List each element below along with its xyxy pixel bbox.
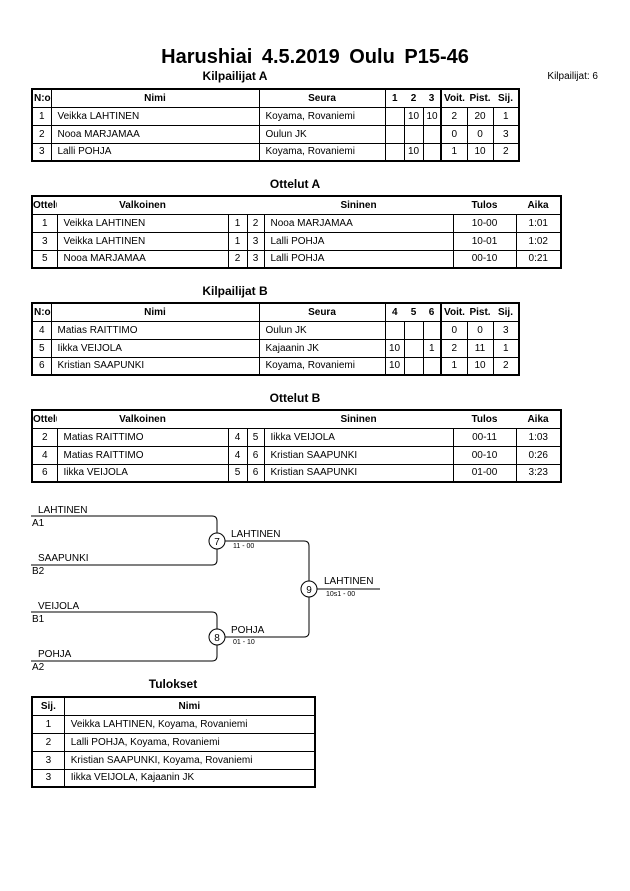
final-winner: LAHTINEN bbox=[324, 576, 373, 587]
cell-rank: 2 bbox=[31, 732, 65, 752]
match-number-8: 8 bbox=[214, 633, 220, 644]
results-table: Sij. Nimi 1 Veikka LAHTINEN, Koyama, Rov… bbox=[31, 696, 316, 788]
table-row: 4 Matias RAITTIMO Oulun JK 0 0 3 bbox=[31, 320, 520, 340]
cell-name: Veikka LAHTINEN, Koyama, Rovaniemi bbox=[63, 714, 316, 734]
cell-rank: 3 bbox=[492, 320, 520, 340]
results-header-row: Sij. Nimi bbox=[31, 696, 316, 716]
cell-wins: 1 bbox=[440, 356, 468, 376]
table-row: 3 Lalli POHJA Koyama, Rovaniemi 10 1 10 … bbox=[31, 142, 520, 162]
cell-result: 01-00 bbox=[452, 463, 517, 483]
cell-rank: 1 bbox=[492, 106, 520, 126]
table-row: 5 Iikka VEIJOLA Kajaanin JK 10 1 2 11 1 bbox=[31, 338, 520, 358]
match-circle-7 bbox=[208, 532, 226, 550]
bracket-entry-name: SAAPUNKI bbox=[38, 553, 89, 564]
bracket-entry-name: LAHTINEN bbox=[38, 505, 87, 516]
cell-rank: 1 bbox=[492, 338, 520, 358]
bracket-entry-name: VEIJOLA bbox=[38, 601, 79, 612]
cell-name: Iikka VEIJOLA, Kajaanin JK bbox=[63, 768, 316, 788]
pool-b-title: Kilpailijat B bbox=[202, 284, 268, 298]
results-title: Tulokset bbox=[148, 677, 198, 691]
cell-name: Lalli POHJA, Koyama, Rovaniemi bbox=[63, 732, 316, 752]
cell-rank: 2 bbox=[492, 142, 520, 162]
pool-a-table: N:o Nimi Seura 1 2 3 Voit. Pist. Sij. 1 … bbox=[31, 88, 520, 162]
bracket-entry-name: POHJA bbox=[38, 649, 72, 660]
table-row: 1 Veikka LAHTINEN, Koyama, Rovaniemi bbox=[31, 714, 316, 734]
final-score: 10s1 - 00 bbox=[326, 591, 355, 598]
cell-rank: 3 bbox=[31, 768, 65, 788]
bracket-entry-seed: A2 bbox=[32, 662, 45, 673]
match-circle-8 bbox=[208, 628, 226, 646]
cell-time: 0:21 bbox=[515, 249, 562, 269]
semi-score: 11 - 00 bbox=[233, 543, 254, 550]
table-row: 5 Nooa MARJAMAA 2 3 Lalli POHJA 00-10 0:… bbox=[31, 249, 562, 269]
table-row: 3 Iikka VEIJOLA, Kajaanin JK bbox=[31, 768, 316, 788]
col-name: Nimi bbox=[63, 696, 316, 716]
match-circle-9 bbox=[300, 580, 318, 598]
semi-winner: LAHTINEN bbox=[231, 529, 280, 540]
page-title: Harushiai 4.5.2019 Oulu P15-46 bbox=[161, 46, 469, 68]
table-row: 1 Veikka LAHTINEN Koyama, Rovaniemi 10 1… bbox=[31, 106, 520, 126]
pool-b-header-row: N:o Nimi Seura 4 5 6 Voit. Pist. Sij. bbox=[31, 302, 520, 322]
cell-blue: Kristian SAAPUNKI bbox=[263, 463, 454, 483]
match-number-9: 9 bbox=[306, 585, 312, 596]
matches-b-title: Ottelut B bbox=[269, 391, 321, 405]
table-row: 4 Matias RAITTIMO 4 6 Kristian SAAPUNKI … bbox=[31, 445, 562, 465]
col-rank: Sij. bbox=[31, 696, 65, 716]
table-row: 2 Lalli POHJA, Koyama, Rovaniemi bbox=[31, 732, 316, 752]
table-row: 3 Kristian SAAPUNKI, Koyama, Rovaniemi bbox=[31, 750, 316, 770]
cell-rank: 1 bbox=[31, 714, 65, 734]
cell-result: 00-10 bbox=[452, 249, 517, 269]
bracket-entry-seed: B1 bbox=[32, 614, 45, 625]
matches-a-table: Ottelu Valkoinen Sininen Tulos Aika 1 Ve… bbox=[31, 195, 562, 269]
cell-wins: 1 bbox=[440, 142, 468, 162]
pool-a-title: Kilpailijat A bbox=[202, 69, 268, 83]
cell-time: 3:23 bbox=[515, 463, 562, 483]
pool-b-table: N:o Nimi Seura 4 5 6 Voit. Pist. Sij. 4 … bbox=[31, 302, 520, 376]
cell-rank: 2 bbox=[492, 356, 520, 376]
match-number-7: 7 bbox=[214, 537, 220, 548]
semi-score: 01 - 10 bbox=[233, 639, 255, 646]
cell-rank: 3 bbox=[31, 750, 65, 770]
competitors-count: Kilpailijat: 6 bbox=[547, 71, 598, 82]
table-row: 6 Kristian SAAPUNKI Koyama, Rovaniemi 10… bbox=[31, 356, 520, 376]
table-row: 6 Iikka VEIJOLA 5 6 Kristian SAAPUNKI 01… bbox=[31, 463, 562, 483]
matches-b-header-row: Ottelu Valkoinen Sininen Tulos Aika bbox=[31, 409, 562, 429]
cell-name: Kristian SAAPUNKI, Koyama, Rovaniemi bbox=[63, 750, 316, 770]
cell-blue: Lalli POHJA bbox=[263, 249, 454, 269]
matches-a-title: Ottelut A bbox=[269, 177, 321, 191]
bracket-line bbox=[225, 540, 310, 638]
cell-blue-no: 6 bbox=[246, 463, 265, 483]
cell-match: 6 bbox=[31, 463, 58, 483]
matches-b-table: Ottelu Valkoinen Sininen Tulos Aika 2 Ma… bbox=[31, 409, 562, 483]
bracket-entry-seed: A1 bbox=[32, 518, 45, 529]
cell-time: 1:01 bbox=[515, 213, 562, 233]
semi-winner: POHJA bbox=[231, 625, 265, 636]
bracket-entry-seed: B2 bbox=[32, 566, 45, 577]
